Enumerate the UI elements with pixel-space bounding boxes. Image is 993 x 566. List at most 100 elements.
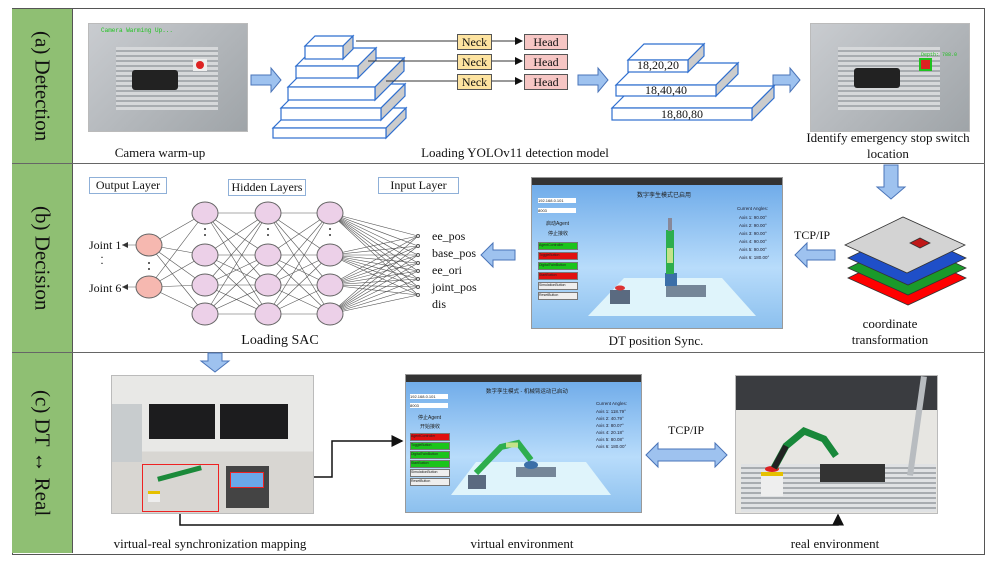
network-connection <box>329 254 419 315</box>
tcp-ip-label: TCP/IP <box>793 228 831 242</box>
hidden-neuron <box>254 273 282 297</box>
network-connection <box>329 212 419 256</box>
row-label-text: (c) DT ↔ Real <box>30 389 55 517</box>
hidden-neuron <box>191 273 219 297</box>
controller-board <box>132 70 178 90</box>
dt-ui-button[interactable]: StartButton <box>538 272 578 280</box>
network-connection <box>329 284 419 296</box>
row-label-text: (a) Detection <box>30 30 55 142</box>
camera-overlay-text: Camera Warming Up... <box>101 27 174 34</box>
network-connection <box>329 212 419 288</box>
dt-ui-button[interactable]: ToggleButton <box>538 252 578 260</box>
row-divider <box>12 163 985 164</box>
dt-ui-angle: Axis 5: 90.00° <box>739 247 767 252</box>
network-connection <box>329 270 419 315</box>
controller-board <box>854 68 900 88</box>
real-environment-photo <box>735 375 938 514</box>
ellipsis-dot <box>204 234 206 236</box>
unity-toolbar <box>406 375 641 382</box>
virtual-ui-button[interactable]: AgentController <box>410 433 450 441</box>
detection-bounding-box <box>919 58 932 71</box>
virtual-scene <box>588 218 756 316</box>
virtual-ui-angle: Axis 1: 118.79° <box>596 409 626 414</box>
left-arrow-icon <box>480 241 516 269</box>
ellipsis-dot <box>148 262 150 264</box>
ellipsis-dot <box>204 228 206 230</box>
dt-ui-angle: Axis 3: 90.00° <box>739 231 767 236</box>
dt-ui-angle: Axis 6: 180.00° <box>739 255 770 260</box>
hidden-neuron <box>254 243 282 267</box>
dt-sync-caption: DT position Sync. <box>608 333 704 348</box>
network-connection <box>329 235 419 286</box>
dt-ui-start-agent: 启动Agent <box>546 221 570 227</box>
dt-position-sync-screen: 数字孪生模式已启用 192.168.0.101 8003 启动Agent 停止接… <box>531 177 783 329</box>
output-neuron <box>135 275 163 299</box>
input-ee-ori: ee_ori <box>432 263 462 277</box>
network-connection <box>267 254 331 315</box>
input-node <box>416 269 420 273</box>
sac-caption: Loading SAC <box>241 333 319 348</box>
virtual-ui-title: 数字孪生模式 - 机械臂运动已启动 <box>486 389 568 395</box>
virtual-ui-angle: Axis 4: 20.18° <box>596 430 624 435</box>
feature-map-stack <box>610 42 776 122</box>
virtual-ui-button[interactable]: SimulationButton <box>410 469 450 477</box>
virtual-ui-button[interactable]: ToggleButton <box>410 442 450 450</box>
virtual-ui-button[interactable]: DigitalTwinButton <box>410 451 450 459</box>
output-dots: ·· <box>100 250 104 270</box>
virtual-ui-stop-agent: 停止Agent <box>418 415 442 421</box>
identify-caption-line2: location <box>867 146 909 161</box>
network-connection <box>329 294 419 315</box>
network-connection <box>267 212 331 286</box>
network-connection <box>329 212 419 264</box>
row-label-dt-real: (c) DT ↔ Real <box>12 353 73 553</box>
left-arrow-icon <box>794 241 836 269</box>
virtual-ui-port: 8003 <box>410 403 448 408</box>
virtual-caption: virtual environment <box>470 536 574 551</box>
hidden-neuron <box>254 201 282 225</box>
hidden-neuron <box>316 302 344 326</box>
tcp-ip-label: TCP/IP <box>667 423 705 437</box>
neck-box: Neck <box>457 54 492 70</box>
input-joint-pos: joint_pos <box>432 280 477 294</box>
dt-ui-button[interactable]: ResetButton <box>538 292 578 300</box>
virtual-scene <box>451 439 611 495</box>
virtual-ui-angle: Axis 3: 80.07° <box>596 423 624 428</box>
row-label-detection: (a) Detection <box>12 9 73 163</box>
dt-ui-button[interactable]: DigitalTwinButton <box>538 262 578 270</box>
right-arrow-icon <box>250 66 282 94</box>
virtual-ui-button[interactable]: StartButton <box>410 460 450 468</box>
yolo-caption: Loading YOLOv11 detection model <box>421 145 609 160</box>
dt-ui-button[interactable]: SimulationButton <box>538 282 578 290</box>
output-arrowhead <box>122 242 128 248</box>
input-node <box>416 285 420 289</box>
cabinet <box>112 404 142 462</box>
dt-ui-port: 8003 <box>538 208 576 213</box>
head-box: Head <box>524 54 568 70</box>
hidden-layers-label: Hidden Layers <box>228 179 306 196</box>
coordinate-caption-line2: transformation <box>851 332 929 347</box>
virtual-ui-start: 开始接收 <box>420 424 441 430</box>
network-connection <box>267 212 331 315</box>
feature-map-label: 18,40,40 <box>645 83 687 97</box>
dt-ui-title: 数字孪生模式已启用 <box>637 193 692 199</box>
head-box: Head <box>524 74 568 90</box>
sync-connector-to-real <box>179 512 844 526</box>
network-connection <box>329 245 419 256</box>
input-node <box>416 253 420 257</box>
hidden-neuron <box>191 302 219 326</box>
ellipsis-dot <box>329 234 331 236</box>
robot-highlight-box <box>142 464 219 512</box>
row-divider <box>12 352 985 353</box>
sac-network-nodes <box>122 201 420 326</box>
hidden-neuron <box>254 302 282 326</box>
dt-ui-angle: Axis 4: 90.00° <box>739 239 767 244</box>
robot-base <box>820 464 885 482</box>
virtual-ui-button[interactable]: ResetButton <box>410 478 450 486</box>
down-arrow-icon <box>199 352 231 373</box>
lab-setup-photo <box>111 375 314 514</box>
dt-ui-button[interactable]: AgentController <box>538 242 578 250</box>
input-base-pos: base_pos <box>432 246 476 260</box>
row-label-text: (b) Decision <box>30 205 55 311</box>
coordinate-caption-line1: coordinate <box>862 316 918 331</box>
